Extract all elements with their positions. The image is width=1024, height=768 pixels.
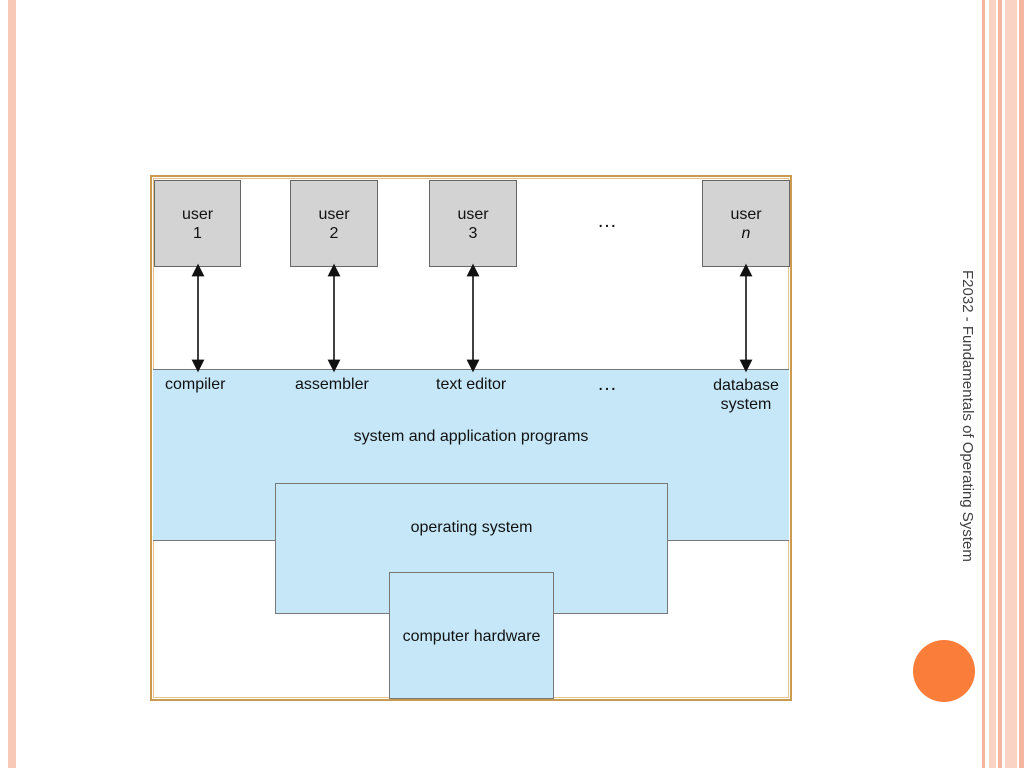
user-box-2: user 2 xyxy=(290,180,378,267)
computer-hardware-label: computer hardware xyxy=(402,628,541,645)
left-accent-bar xyxy=(8,0,16,768)
database-label-line2: system xyxy=(720,396,772,413)
application-programs-label: system and application programs xyxy=(353,428,589,445)
user-number: 3 xyxy=(468,224,478,242)
right-stripe xyxy=(998,0,1002,768)
database-system-label: database system xyxy=(705,376,787,414)
assembler-label: assembler xyxy=(295,376,369,393)
user-number: n xyxy=(741,224,751,242)
user-number: 1 xyxy=(193,224,202,242)
right-stripe xyxy=(989,0,996,768)
user-number: 2 xyxy=(329,224,339,242)
right-stripe xyxy=(982,0,985,768)
computer-hardware-layer xyxy=(389,572,554,699)
text-editor-label: text editor xyxy=(436,376,507,393)
slide-side-title: F2032 - Fundamentals of Operating System xyxy=(959,270,976,562)
database-label-line1: database xyxy=(713,377,779,394)
user-box-3: user 3 xyxy=(429,180,517,267)
user-box-n: user n xyxy=(702,180,790,267)
user-label: user xyxy=(730,205,762,223)
programs-ellipsis: … xyxy=(597,373,618,395)
user-label: user xyxy=(318,205,350,223)
compiler-label: compiler xyxy=(165,376,226,393)
user-box-1: user 1 xyxy=(154,180,241,267)
user-label: user xyxy=(457,205,489,223)
users-ellipsis: … xyxy=(597,210,618,232)
right-stripe xyxy=(1005,0,1017,768)
user-label: user xyxy=(181,205,214,223)
right-stripe xyxy=(1019,0,1024,768)
operating-system-label: operating system xyxy=(410,519,533,536)
accent-circle xyxy=(913,640,975,702)
